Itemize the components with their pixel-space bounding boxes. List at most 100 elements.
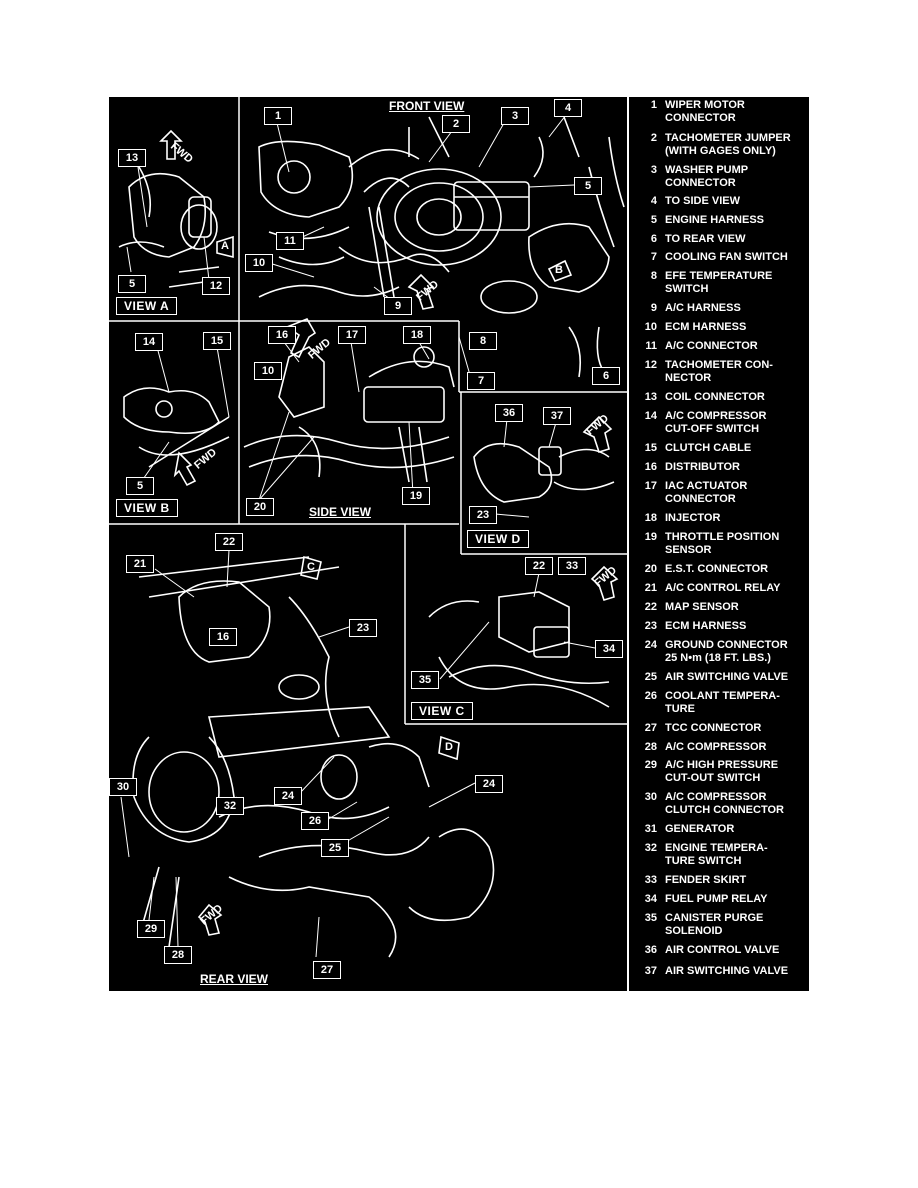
legend-text: A/C HIGH PRESSURE CUT-OUT SWITCH <box>665 759 779 784</box>
legend-number: 8 <box>650 270 657 282</box>
callout-box: 10 <box>254 362 282 380</box>
callout-box: 11 <box>276 232 304 250</box>
callout-box: 35 <box>411 671 439 689</box>
legend-text: A/C CONNECTOR <box>665 340 758 352</box>
legend-number: 31 <box>644 823 657 835</box>
view-b-label: VIEW B <box>116 499 178 517</box>
rear-view-title: REAR VIEW <box>200 972 269 986</box>
legend-text: INJECTOR <box>665 512 721 524</box>
callout-box: 36 <box>495 404 523 422</box>
legend-number: 35 <box>644 912 657 924</box>
callout-box: 8 <box>469 332 497 350</box>
callout-box: 5 <box>118 275 146 293</box>
legend-item: 1 WIPER MOTOR CONNECTOR <box>631 99 809 124</box>
front-view-artwork <box>258 116 625 378</box>
legend-number: 2 <box>650 132 657 144</box>
callout-box: 17 <box>338 326 366 344</box>
legend-number: 12 <box>644 359 657 371</box>
legend-text: CLUTCH CABLE <box>665 442 752 454</box>
legend-number: 24 <box>644 639 657 651</box>
view-b-marker-icon <box>547 259 573 283</box>
view-a-marker-icon <box>216 235 234 259</box>
rear-view-artwork <box>132 556 495 958</box>
legend-text: TCC CONNECTOR <box>665 722 762 734</box>
legend-number: 10 <box>644 321 657 333</box>
legend-number: 6 <box>650 233 657 245</box>
callout-box: 23 <box>349 619 377 637</box>
legend-text: ENGINE TEMPERA- TURE SWITCH <box>665 842 768 867</box>
legend-text: MAP SENSOR <box>665 601 739 613</box>
callout-box: 37 <box>543 407 571 425</box>
legend-text: CANISTER PURGE SOLENOID <box>665 912 764 937</box>
legend-number: 15 <box>644 442 657 454</box>
side-view-title: SIDE VIEW <box>309 505 372 519</box>
legend-number: 7 <box>650 251 657 263</box>
callout-box: 22 <box>525 557 553 575</box>
view-b-artwork <box>123 387 230 468</box>
legend-number: 25 <box>644 671 657 683</box>
legend-text: A/C CONTROL RELAY <box>665 582 781 594</box>
legend-text: A/C COMPRESSOR CLUTCH CONNECTOR <box>665 791 784 816</box>
callout-box: 16 <box>209 628 237 646</box>
legend-number: 36 <box>644 944 657 956</box>
legend-text: FENDER SKIRT <box>665 874 747 886</box>
engine-wiring-diagram: FRONT VIEW SIDE VIEW REAR VIEW VIEW A VI… <box>109 97 809 991</box>
callout-box: 5 <box>574 177 602 195</box>
legend-text: A/C HARNESS <box>665 302 741 314</box>
callout-box: 4 <box>554 99 582 117</box>
legend-number: 1 <box>650 99 657 111</box>
legend-number: 28 <box>644 741 657 753</box>
legend-text: WASHER PUMP CONNECTOR <box>665 164 749 189</box>
fwd-arrow-icon <box>197 903 223 936</box>
view-a-marker-letter: A <box>221 240 229 252</box>
legend-number: 11 <box>645 340 657 352</box>
view-c-marker-icon <box>300 555 322 580</box>
view-a-artwork <box>118 166 220 288</box>
front-view-title: FRONT VIEW <box>389 99 465 113</box>
legend-text: AIR CONTROL VALVE <box>665 944 780 956</box>
callout-box: 10 <box>245 254 273 272</box>
callout-box: 15 <box>203 332 231 350</box>
legend-number: 19 <box>644 531 657 543</box>
legend-number: 9 <box>650 302 657 314</box>
callout-box: 14 <box>135 333 163 351</box>
callout-box: 21 <box>126 555 154 573</box>
legend-text: DISTRIBUTOR <box>665 461 740 473</box>
legend-number: 4 <box>650 195 657 207</box>
callout-box: 29 <box>137 920 165 938</box>
legend-number: 16 <box>644 461 657 473</box>
legend-text: A/C COMPRESSOR <box>665 741 767 753</box>
callout-box: 22 <box>215 533 243 551</box>
view-c-marker-letter: C <box>307 561 315 573</box>
view-c-label: VIEW C <box>411 702 473 720</box>
legend-number: 3 <box>650 164 657 176</box>
callout-box: 20 <box>246 498 274 516</box>
legend-text: GROUND CONNECTOR 25 N•m (18 FT. LBS.) <box>665 639 788 664</box>
legend-number: 14 <box>644 410 657 422</box>
fwd-arrow-icons <box>159 129 619 936</box>
legend-item: 28 A/C COMPRESSOR <box>631 741 809 754</box>
legend-text: WIPER MOTOR CONNECTOR <box>665 99 745 124</box>
side-view-artwork <box>243 346 455 483</box>
legend-item: 9 A/C HARNESS <box>631 302 809 315</box>
diagram-artwork <box>109 97 627 958</box>
view-d-marker-letter: D <box>445 741 453 753</box>
